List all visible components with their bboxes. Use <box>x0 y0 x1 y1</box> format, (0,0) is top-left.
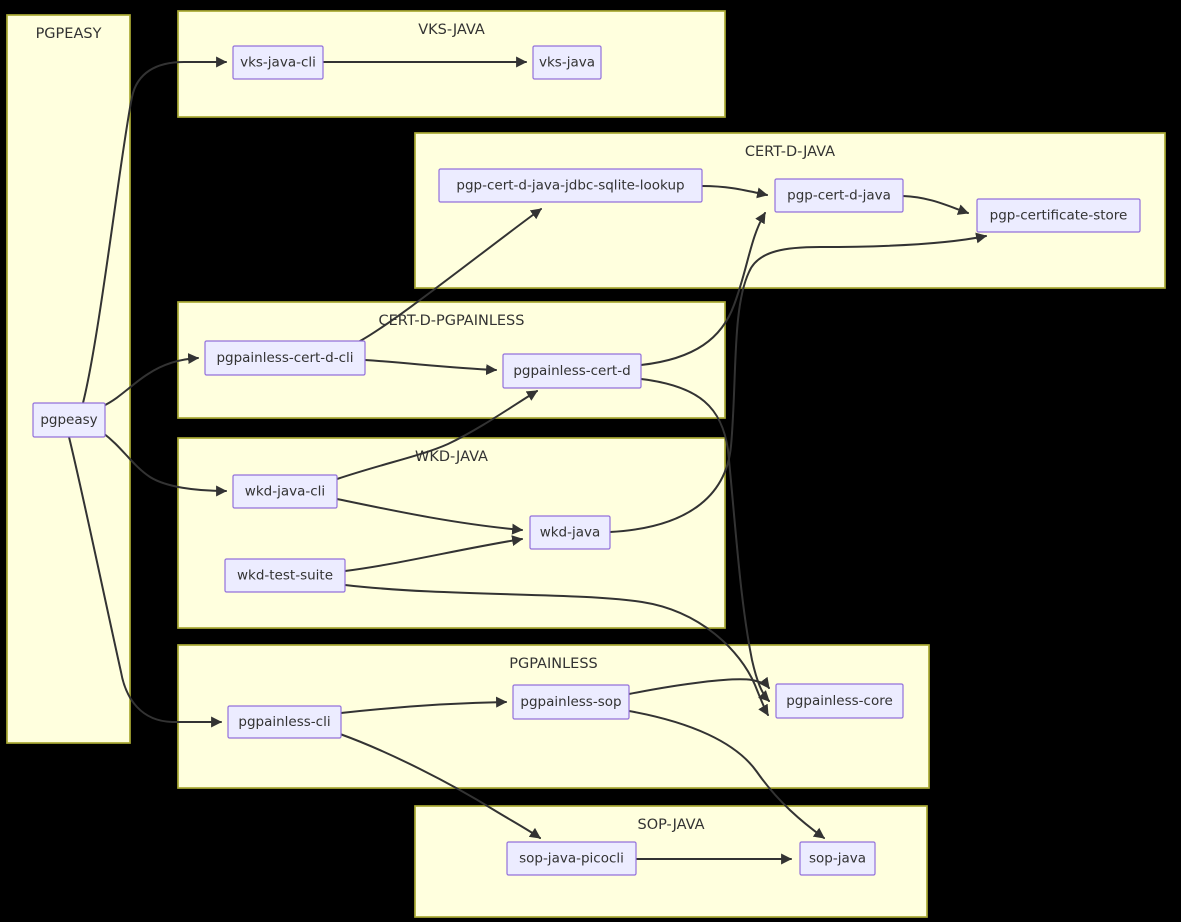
node-sop-java: sop-java <box>799 841 876 876</box>
node-label: sop-java-picocli <box>519 851 624 867</box>
edge-pgpainless-cert-d--to--pgpainless-core <box>640 378 770 702</box>
node-box <box>227 705 342 739</box>
edge-wkd-test-suite--to--pgpainless-core <box>344 584 769 716</box>
subgraph-title: PGPEASY <box>36 26 102 42</box>
edge-wkd-test-suite--to--wkd-java <box>344 535 524 572</box>
node-pgpainless-core: pgpainless-core <box>775 683 904 719</box>
node-box <box>502 353 642 389</box>
node-box <box>529 515 611 550</box>
node-label: pgpainless-cert-d <box>513 363 630 379</box>
edge-pgpainless-sop--to--sop-java <box>628 710 825 839</box>
node-label: vks-java <box>539 55 595 71</box>
node-box <box>775 683 904 719</box>
node-label: pgp-cert-d-java <box>787 188 891 204</box>
node-wkd-java: wkd-java <box>529 515 611 550</box>
node-box <box>204 340 366 376</box>
node-label: sop-java <box>809 851 866 867</box>
node-box <box>224 558 346 593</box>
edge-pgpeasy--to--vks-java-cli <box>82 56 228 404</box>
node-box <box>32 402 106 438</box>
subgraph-box <box>6 14 131 744</box>
edge-pgpeasy--to--pgpainless-cli <box>68 436 223 728</box>
node-label: pgpainless-cli <box>238 714 330 730</box>
edge-pgpainless-cert-d-cli--to--pgp-cert-d-java-jdbc-sqlite-lookup <box>359 208 542 342</box>
node-wkd-java-cli: wkd-java-cli <box>232 474 338 509</box>
node-label: pgp-cert-d-java-jdbc-sqlite-lookup <box>456 178 684 194</box>
edge-pgpainless-cert-d-cli--to--pgpainless-cert-d <box>364 359 498 376</box>
edge-wkd-java-cli--to--pgpainless-cert-d <box>336 390 538 480</box>
subgraph-title: SOP-JAVA <box>637 817 704 833</box>
node-label: wkd-java-cli <box>245 484 325 500</box>
edge-wkd-java--to--pgp-certificate-store <box>609 232 988 533</box>
subgraph-title: WKD-JAVA <box>415 449 488 465</box>
node-pgp-certificate-store: pgp-certificate-store <box>976 198 1141 233</box>
node-label: vks-java-cli <box>240 55 316 71</box>
node-box <box>438 168 703 203</box>
subgraph-box <box>177 437 726 629</box>
edge-pgpeasy--to--wkd-java-cli <box>102 432 228 497</box>
edge-layer <box>68 56 988 865</box>
node-label: pgp-certificate-store <box>990 208 1128 224</box>
edge-pgpainless-cli--to--sop-java-picocli <box>339 733 541 839</box>
subgraph-title: PGPAINLESS <box>509 656 598 672</box>
node-label: pgpainless-cert-d-cli <box>216 350 353 366</box>
node-box <box>506 841 637 876</box>
subgraph-pgpeasy: PGPEASY <box>6 14 131 744</box>
node-box <box>532 45 602 80</box>
edge-pgp-cert-d-java--to--pgp-certificate-store <box>902 195 970 215</box>
node-label: pgpainless-core <box>786 693 893 709</box>
edge-wkd-java-cli--to--wkd-java <box>336 498 524 535</box>
node-pgpainless-cert-d: pgpainless-cert-d <box>502 353 642 389</box>
node-pgpainless-sop: pgpainless-sop <box>512 684 630 720</box>
edge-pgpainless-sop--to--pgpainless-core <box>628 676 770 695</box>
node-pgp-cert-d-java: pgp-cert-d-java <box>774 178 904 213</box>
node-wkd-test-suite: wkd-test-suite <box>224 558 346 593</box>
node-pgpainless-cli: pgpainless-cli <box>227 705 342 739</box>
edge-pgpainless-cli--to--pgpainless-sop <box>340 696 508 714</box>
subgraph-wkd-java: WKD-JAVA <box>177 437 726 629</box>
node-label: pgpeasy <box>40 412 97 428</box>
node-box <box>232 45 324 80</box>
node-pgp-cert-d-java-jdbc-sqlite-lookup: pgp-cert-d-java-jdbc-sqlite-lookup <box>438 168 703 203</box>
subgraph-title: CERT-D-JAVA <box>745 144 835 160</box>
node-box <box>799 841 876 876</box>
node-vks-java-cli: vks-java-cli <box>232 45 324 80</box>
node-box <box>976 198 1141 233</box>
node-label: pgpainless-sop <box>520 694 621 710</box>
node-box <box>512 684 630 720</box>
subgraph-title: CERT-D-PGPAINLESS <box>379 313 525 329</box>
edge-pgpainless-cert-d--to--pgp-cert-d-java <box>640 212 766 366</box>
node-vks-java: vks-java <box>532 45 602 80</box>
node-layer: pgpeasy vks-java-cli vks-java pgp-cert-d-ja… <box>32 45 1141 876</box>
node-sop-java-picocli: sop-java-picocli <box>506 841 637 876</box>
node-label: wkd-test-suite <box>237 568 333 584</box>
node-box <box>774 178 904 213</box>
node-box <box>232 474 338 509</box>
node-label: wkd-java <box>540 525 601 541</box>
subgraph-title: VKS-JAVA <box>418 22 485 38</box>
node-pgpeasy: pgpeasy <box>32 402 106 438</box>
subgraph-layer: PGPEASY VKS-JAVA CERT-D-JAVA CERT-D-PGPAINL… <box>6 10 1166 918</box>
edge-pgp-cert-d-java-jdbc-sqlite-lookup--to--pgp-cert-d-java <box>701 185 769 199</box>
node-pgpainless-cert-d-cli: pgpainless-cert-d-cli <box>204 340 366 376</box>
edge-pgpeasy--to--pgpainless-cert-d-cli <box>102 353 200 407</box>
